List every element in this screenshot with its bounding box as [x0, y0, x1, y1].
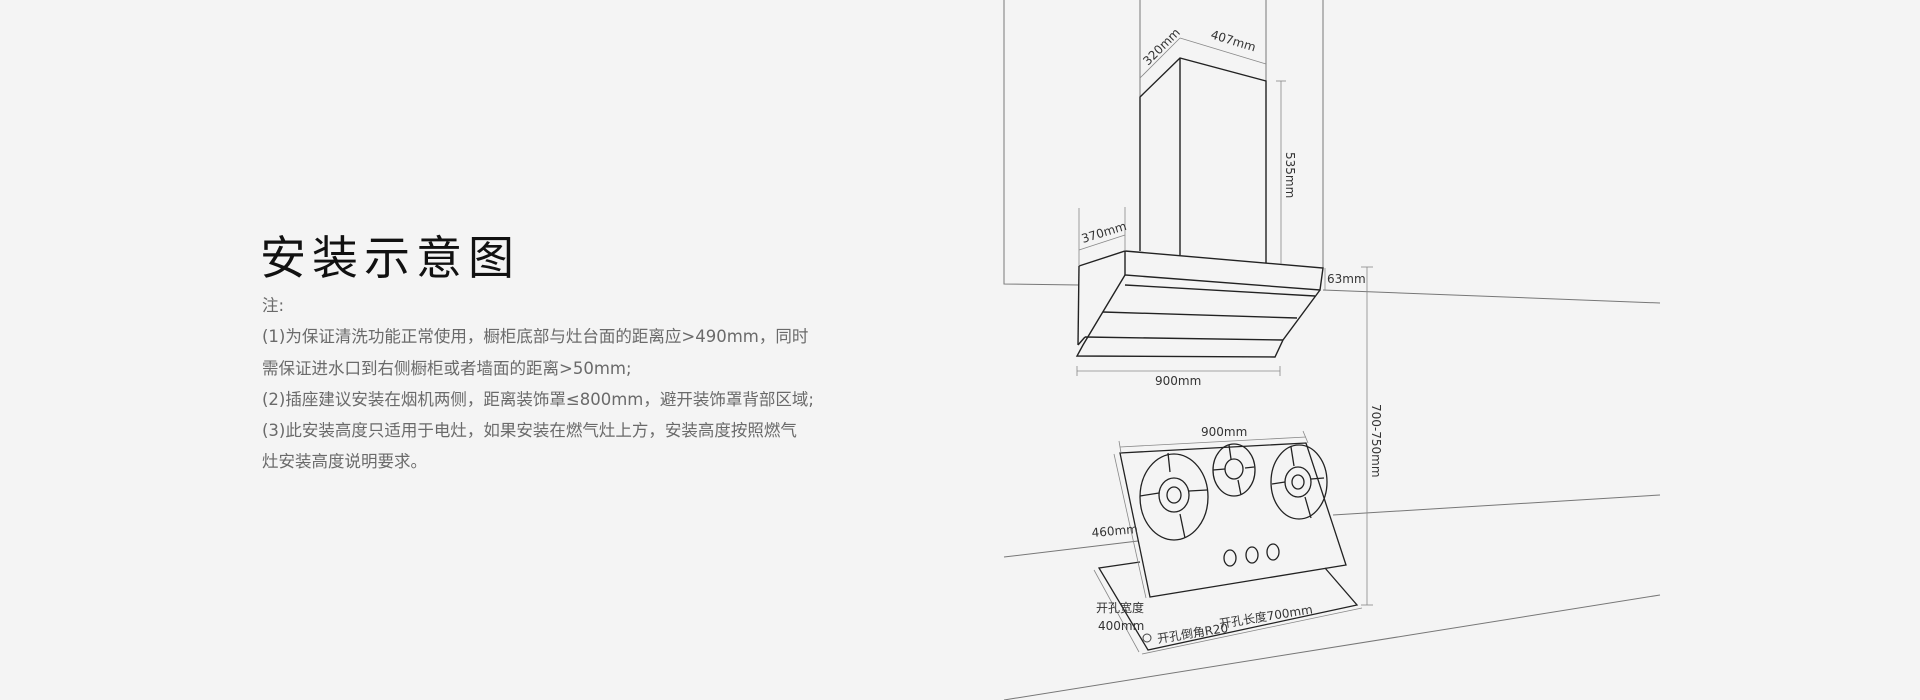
notes-label: 注: — [262, 296, 285, 315]
walls — [1003, 0, 1661, 700]
note-line: (2)插座建议安装在烟机两侧，距离装饰罩≤800mm，避开装饰罩背部区域; — [262, 389, 814, 409]
dim-hood-thickness: 63mm — [1327, 272, 1366, 286]
corner-radius-marker — [1142, 633, 1152, 643]
note-line: 灶安装高度说明要求。 — [262, 452, 427, 472]
cutout-width-value: 400mm — [1098, 619, 1144, 633]
cutout-length-label: 开孔长度700mm — [1218, 601, 1313, 631]
note-line: (1)为保证清洗功能正常使用，橱柜底部与灶台面的距离应>490mm，同时 — [262, 327, 809, 347]
dim-hob-width: 900mm — [1201, 425, 1247, 439]
hood-dimensions — [1076, 37, 1373, 606]
gas-hob — [1119, 442, 1347, 598]
dim-chimney-width: 407mm — [1209, 27, 1257, 54]
hob-dimensions — [1113, 430, 1309, 599]
dim-hood-width: 900mm — [1155, 374, 1201, 388]
cutout-corner-label: 开孔倒角R20 — [1156, 621, 1229, 646]
note-line: (3)此安装高度只适用于电灶，如果安装在燃气灶上方，安装高度按照燃气 — [262, 421, 797, 441]
dim-hob-depth: 460mm — [1091, 522, 1138, 540]
cutout-width-label: 开孔宽度 — [1096, 600, 1144, 615]
note-line: 需保证进水口到右侧橱柜或者墙面的距离>50mm; — [262, 358, 632, 378]
range-hood — [1075, 57, 1324, 358]
dim-install-height: 700-750mm — [1369, 404, 1383, 478]
hob-cutout — [1097, 561, 1359, 651]
page-title: 安装示意图 — [260, 231, 520, 285]
installation-notes: 注: (1)为保证清洗功能正常使用，橱柜底部与灶台面的距离应>490mm，同时 … — [262, 290, 882, 478]
cutout-dimensions — [1093, 569, 1363, 655]
dim-chimney-height: 535mm — [1283, 152, 1297, 198]
